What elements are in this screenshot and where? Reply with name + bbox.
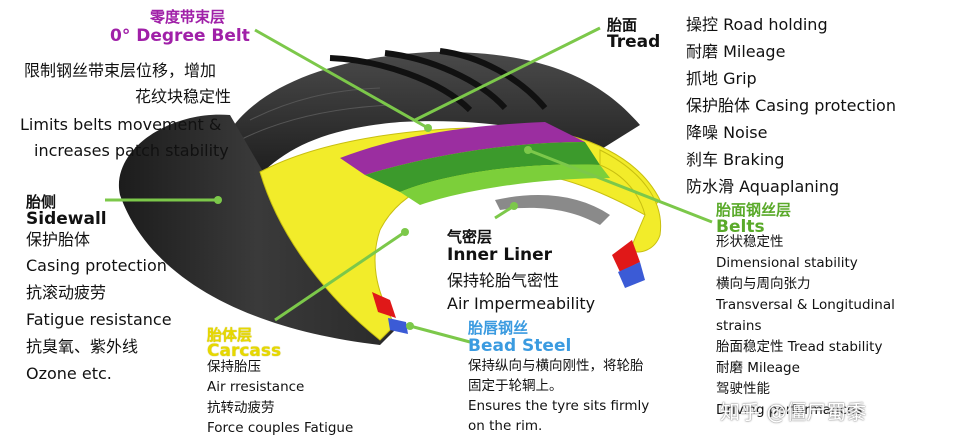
- belts-desc-7: 耐磨 Mileage: [716, 360, 800, 376]
- belts-desc-1: 形状稳定性: [716, 234, 784, 250]
- belts-desc-2: Dimensional stability: [716, 255, 858, 271]
- bead-steel-desc-3: Ensures the tyre sits firmly: [468, 398, 650, 414]
- leader-dot: [510, 202, 518, 210]
- zero-degree-belt-desc-3: Limits belts movement &: [20, 115, 222, 134]
- bead-left-base: [388, 318, 408, 334]
- tread-desc-2: 耐磨 Mileage: [686, 42, 786, 61]
- sidewall-desc-1: 保护胎体: [26, 230, 91, 249]
- carcass-desc-3: 抗转动疲劳: [207, 400, 275, 416]
- belts-desc-5: strains: [716, 318, 762, 334]
- tread-desc-1: 操控 Road holding: [686, 15, 828, 34]
- sidewall-desc-3: 抗滚动疲劳: [26, 283, 107, 302]
- inner-liner-layer: [495, 195, 610, 225]
- tread-sipes: [239, 104, 391, 141]
- belts-desc-8: 驾驶性能: [716, 381, 770, 397]
- bead-steel-desc-1: 保持纵向与横向刚性，将轮胎: [468, 358, 644, 374]
- bead-left: [372, 292, 396, 318]
- sidewall-desc-6: Ozone etc.: [26, 364, 112, 383]
- zero-degree-belt-title-cn: 零度带束层: [150, 8, 226, 26]
- bead-right: [612, 240, 640, 272]
- tread-desc-4: 保护胎体 Casing protection: [686, 96, 896, 115]
- inner-liner-desc-1: 保持轮胎气密性: [447, 271, 560, 290]
- carcass-desc-4: Force couples Fatigue: [207, 420, 354, 436]
- carcass-desc-1: 保持胎压: [207, 359, 261, 375]
- leader-zero-degree-belt: [254, 28, 429, 130]
- belts-title-cn: 胎面钢丝层: [716, 201, 792, 219]
- belts-desc-9: Driving performances: [716, 402, 863, 418]
- carcass-desc-2: Air rresistance: [207, 379, 305, 395]
- belts-desc-4: Transversal & Longitudinal: [716, 297, 895, 313]
- bead-right-base: [618, 262, 645, 288]
- tread-desc-7: 防水滑 Aquaplaning: [686, 177, 840, 196]
- watermark: 知乎 @僵尸蜀黍: [720, 400, 867, 424]
- carcass-title-en: Carcass: [207, 341, 282, 361]
- belts-desc-3: 横向与周向张力: [716, 276, 811, 292]
- tread-desc-3: 抓地 Grip: [686, 69, 757, 88]
- leader-dot: [424, 124, 432, 132]
- sidewall-desc-4: Fatigue resistance: [26, 310, 172, 329]
- leader-carcass: [274, 230, 406, 322]
- leader-dot: [214, 196, 222, 204]
- zero-degree-belt-layer: [340, 122, 585, 175]
- bead-steel-desc-4: on the rim.: [468, 418, 543, 434]
- carcass-right-lip: [599, 149, 662, 253]
- tread-groove: [439, 48, 548, 110]
- zero-degree-belt-title-en: 0° Degree Belt: [110, 26, 250, 46]
- leader-dot: [406, 322, 414, 330]
- belts-desc-6: 胎面稳定性 Tread stability: [716, 339, 883, 355]
- bead-steel-title-cn: 胎唇钢丝: [468, 319, 529, 337]
- tread-desc-5: 降噪 Noise: [686, 123, 768, 142]
- inner-liner-desc-2: Air Impermeability: [447, 294, 596, 313]
- inner-liner-title-cn: 气密层: [447, 228, 493, 246]
- belts-layer-lower: [400, 164, 610, 205]
- tread-title-en: Tread: [607, 32, 661, 52]
- belts-title-en: Belts: [716, 217, 765, 237]
- inner-liner-title-en: Inner Liner: [447, 245, 553, 265]
- leader-dot: [401, 228, 409, 236]
- zero-degree-belt-desc-1: 限制钢丝带束层位移，增加: [24, 61, 217, 80]
- bead-steel-title-en: Bead Steel: [468, 336, 572, 356]
- tread-desc-6: 刹车 Braking: [686, 150, 785, 169]
- leader-dot: [524, 146, 532, 154]
- tread-groove: [384, 50, 508, 111]
- carcass-title-cn: 胎体层: [207, 326, 253, 344]
- bead-steel-desc-2: 固定于轮辋上。: [468, 378, 563, 394]
- leader-bead-steel: [409, 324, 471, 344]
- tread-title-cn: 胎面: [607, 16, 638, 34]
- leader-belts: [527, 148, 713, 224]
- zero-degree-belt-desc-4: increases patch stability: [34, 141, 229, 160]
- zero-degree-belt-desc-2: 花纹块稳定性: [135, 87, 232, 106]
- sidewall-desc-5: 抗臭氧、紫外线: [26, 337, 139, 356]
- sidewall-title-cn: 胎侧: [26, 193, 57, 211]
- leader-tread: [414, 26, 601, 122]
- sidewall-desc-2: Casing protection: [26, 256, 167, 275]
- sidewall-title-en: Sidewall: [26, 209, 107, 229]
- tread-sipes: [249, 87, 381, 121]
